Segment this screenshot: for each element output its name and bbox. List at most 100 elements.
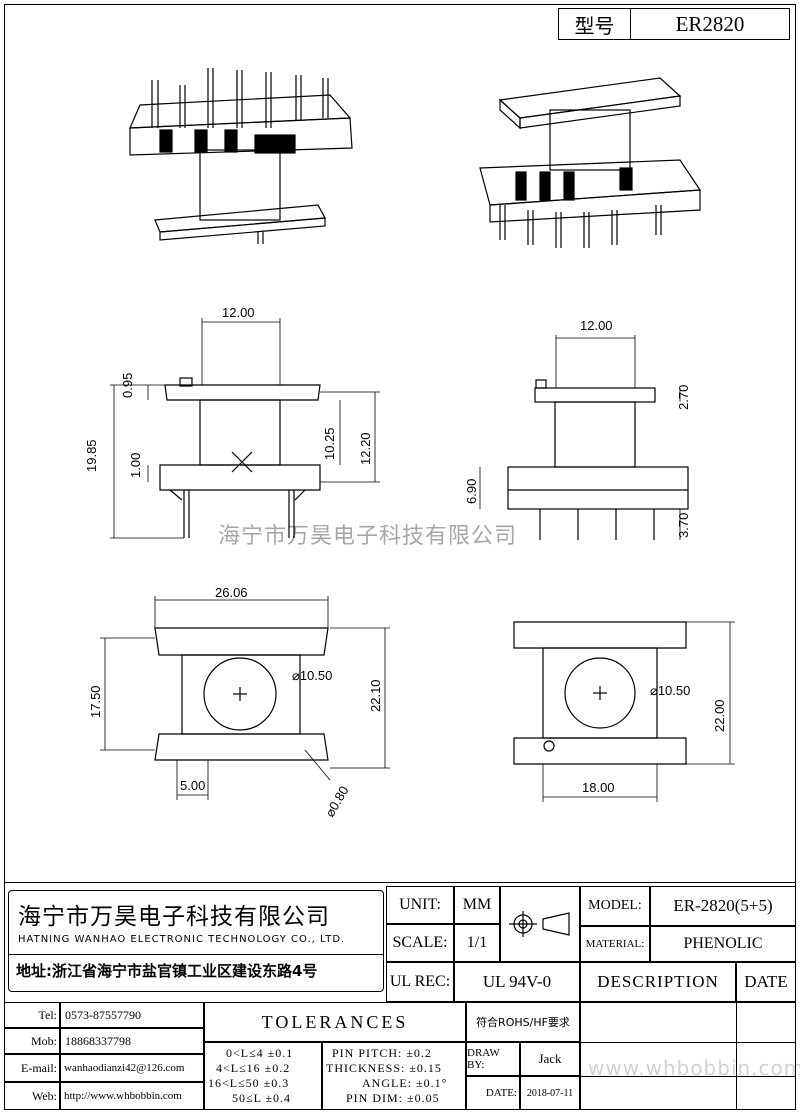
tel-label: Tel: <box>38 1007 58 1022</box>
web-label: Web: <box>31 1088 57 1103</box>
model-label: MODEL: <box>588 898 642 913</box>
tol-line-1: 0<L≤4 ±0.1 <box>226 1046 294 1060</box>
dim-side-top-width: 12.00 <box>222 305 255 320</box>
tel-value: 0573-87557790 <box>65 1007 141 1022</box>
scale-value: 1/1 <box>466 934 488 951</box>
pin-line-4: PIN DIM: ±0.05 <box>346 1091 440 1105</box>
tol-line-3: 16<L≤50 ±0.3 <box>208 1076 290 1090</box>
projection-symbol-cell <box>500 886 580 962</box>
revision-divider <box>736 1002 737 1110</box>
web-label-cell: Web: <box>4 1082 60 1110</box>
tol-line-2: 4<L≤16 ±0.2 <box>216 1061 291 1075</box>
mob-value-cell: 18868337798 <box>60 1028 204 1054</box>
front-view <box>479 335 689 540</box>
dim-bottom-core: ⌀10.50 <box>292 668 333 683</box>
tol-line-4: 50≤L ±0.4 <box>232 1091 292 1105</box>
description-header: DESCRIPTION <box>597 972 719 991</box>
web-value-cell: http://www.whbobbin.com <box>60 1082 204 1110</box>
company-name-cn: 海宁市万昊电子科技有限公司 <box>18 904 330 930</box>
model-label-cell: MODEL: <box>580 886 650 926</box>
company-address: 地址:浙江省海宁市盐官镇工业区建设东路4号 <box>16 962 318 980</box>
dim-front-top-width: 12.00 <box>580 318 613 333</box>
dim-side-body: 12.20 <box>358 432 373 465</box>
drawby-label-cell: DRAW BY: <box>466 1042 520 1076</box>
scale-label-cell: SCALE: <box>386 924 454 962</box>
watermark-text: 海宁市万昊电子科技有限公司 <box>218 524 518 549</box>
tel-value-cell: 0573-87557790 <box>60 1002 204 1028</box>
date-header: DATE <box>744 972 788 991</box>
material-label: MATERIAL: <box>585 938 645 950</box>
tol-range-cell <box>204 1042 322 1110</box>
ulrec-label: UL REC: <box>389 973 451 990</box>
date-label-cell: DATE: <box>466 1076 520 1110</box>
dim-top-core: ⌀10.50 <box>650 683 691 698</box>
type-label: 型号 <box>574 13 615 38</box>
top-view <box>513 621 735 802</box>
bottom-view <box>100 596 390 800</box>
tol-pin-cell <box>322 1042 466 1110</box>
mob-label: Mob: <box>30 1033 57 1048</box>
revision-row-line-2 <box>580 1076 796 1077</box>
pin-line-1: PIN PITCH: ±0.2 <box>332 1046 432 1060</box>
dim-side-flange-bottom: 1.00 <box>128 452 143 478</box>
model-value-cell: ER-2820(5+5) <box>650 886 796 926</box>
unit-label: UNIT: <box>399 896 441 913</box>
iso-view-right <box>479 77 702 248</box>
material-value-cell: PHENOLIC <box>650 926 796 962</box>
web-value: http://www.whbobbin.com <box>64 1090 182 1102</box>
pin-line-3: ANGLE: ±0.1° <box>362 1076 448 1090</box>
date-header-cell: DATE <box>736 962 796 1002</box>
mob-label-cell: Mob: <box>4 1028 60 1054</box>
dim-top-height: 22.00 <box>712 699 727 732</box>
dim-bottom-height: 17.50 <box>88 685 103 718</box>
date-value: 2018-07-11 <box>526 1087 574 1099</box>
mob-value: 18868337798 <box>65 1033 131 1048</box>
drawby-value: Jack <box>538 1051 562 1066</box>
drawby-value-cell: Jack <box>520 1042 580 1076</box>
dim-bottom-total: 22.10 <box>368 679 383 712</box>
material-label-cell: MATERIAL: <box>580 926 650 962</box>
tel-label-cell: Tel: <box>4 1002 60 1028</box>
type-value-cell: ER2820 <box>630 8 790 40</box>
scale-value-cell: 1/1 <box>454 924 500 962</box>
side-view <box>110 318 380 539</box>
unit-value-cell: MM <box>454 886 500 924</box>
dim-bottom-width: 26.06 <box>215 585 248 600</box>
bobbin-drawing <box>100 68 735 802</box>
dim-side-total: 19.85 <box>84 439 99 472</box>
type-value: ER2820 <box>675 11 745 36</box>
ulrec-value: UL 94V-0 <box>482 972 552 991</box>
drawby-label: DRAW BY: <box>467 1047 500 1071</box>
material-value: PHENOLIC <box>683 935 763 952</box>
company-divider <box>8 954 384 955</box>
email-value-cell: wanhaodianzi42@126.com <box>60 1054 204 1082</box>
dim-side-flange-top: 0.95 <box>120 372 135 398</box>
tolerances-header: TOLERANCES <box>261 1011 409 1032</box>
dim-front-base: 6.90 <box>464 478 479 504</box>
company-block <box>8 890 384 992</box>
date-label: DATE: <box>485 1087 517 1099</box>
dim-front-pin: 3.70 <box>676 512 691 538</box>
ulrec-value-cell: UL 94V-0 <box>454 962 580 1002</box>
ulrec-label-cell: UL REC: <box>386 962 454 1002</box>
revision-row-line-1 <box>580 1042 796 1043</box>
tolerances-header-cell: TOLERANCES <box>204 1002 466 1042</box>
email-value: wanhaodianzi42@126.com <box>64 1062 185 1074</box>
company-name-en: HATNING WANHAO ELECTRONIC TECHNOLOGY CO.… <box>18 934 346 945</box>
dim-bottom-pin-pitch: 5.00 <box>180 778 206 793</box>
dim-top-width: 18.00 <box>582 780 615 795</box>
email-label: E-mail: <box>21 1060 57 1075</box>
model-value: ER-2820(5+5) <box>673 896 773 915</box>
type-label-cell: 型号 <box>558 8 630 40</box>
pin-line-2: THICKNESS: ±0.15 <box>326 1061 442 1075</box>
iso-view-left <box>129 68 353 244</box>
dim-front-top-height: 2.70 <box>676 384 691 410</box>
rohs-cell: 符合ROHS/HF要求 <box>466 1002 580 1042</box>
description-header-cell: DESCRIPTION <box>580 962 736 1002</box>
dim-side-window: 10.25 <box>322 427 337 460</box>
unit-label-cell: UNIT: <box>386 886 454 924</box>
website-watermark: www.whbobbin.com <box>588 1056 800 1080</box>
unit-value: MM <box>462 896 492 913</box>
scale-label: SCALE: <box>392 934 448 951</box>
email-label-cell: E-mail: <box>4 1054 60 1082</box>
